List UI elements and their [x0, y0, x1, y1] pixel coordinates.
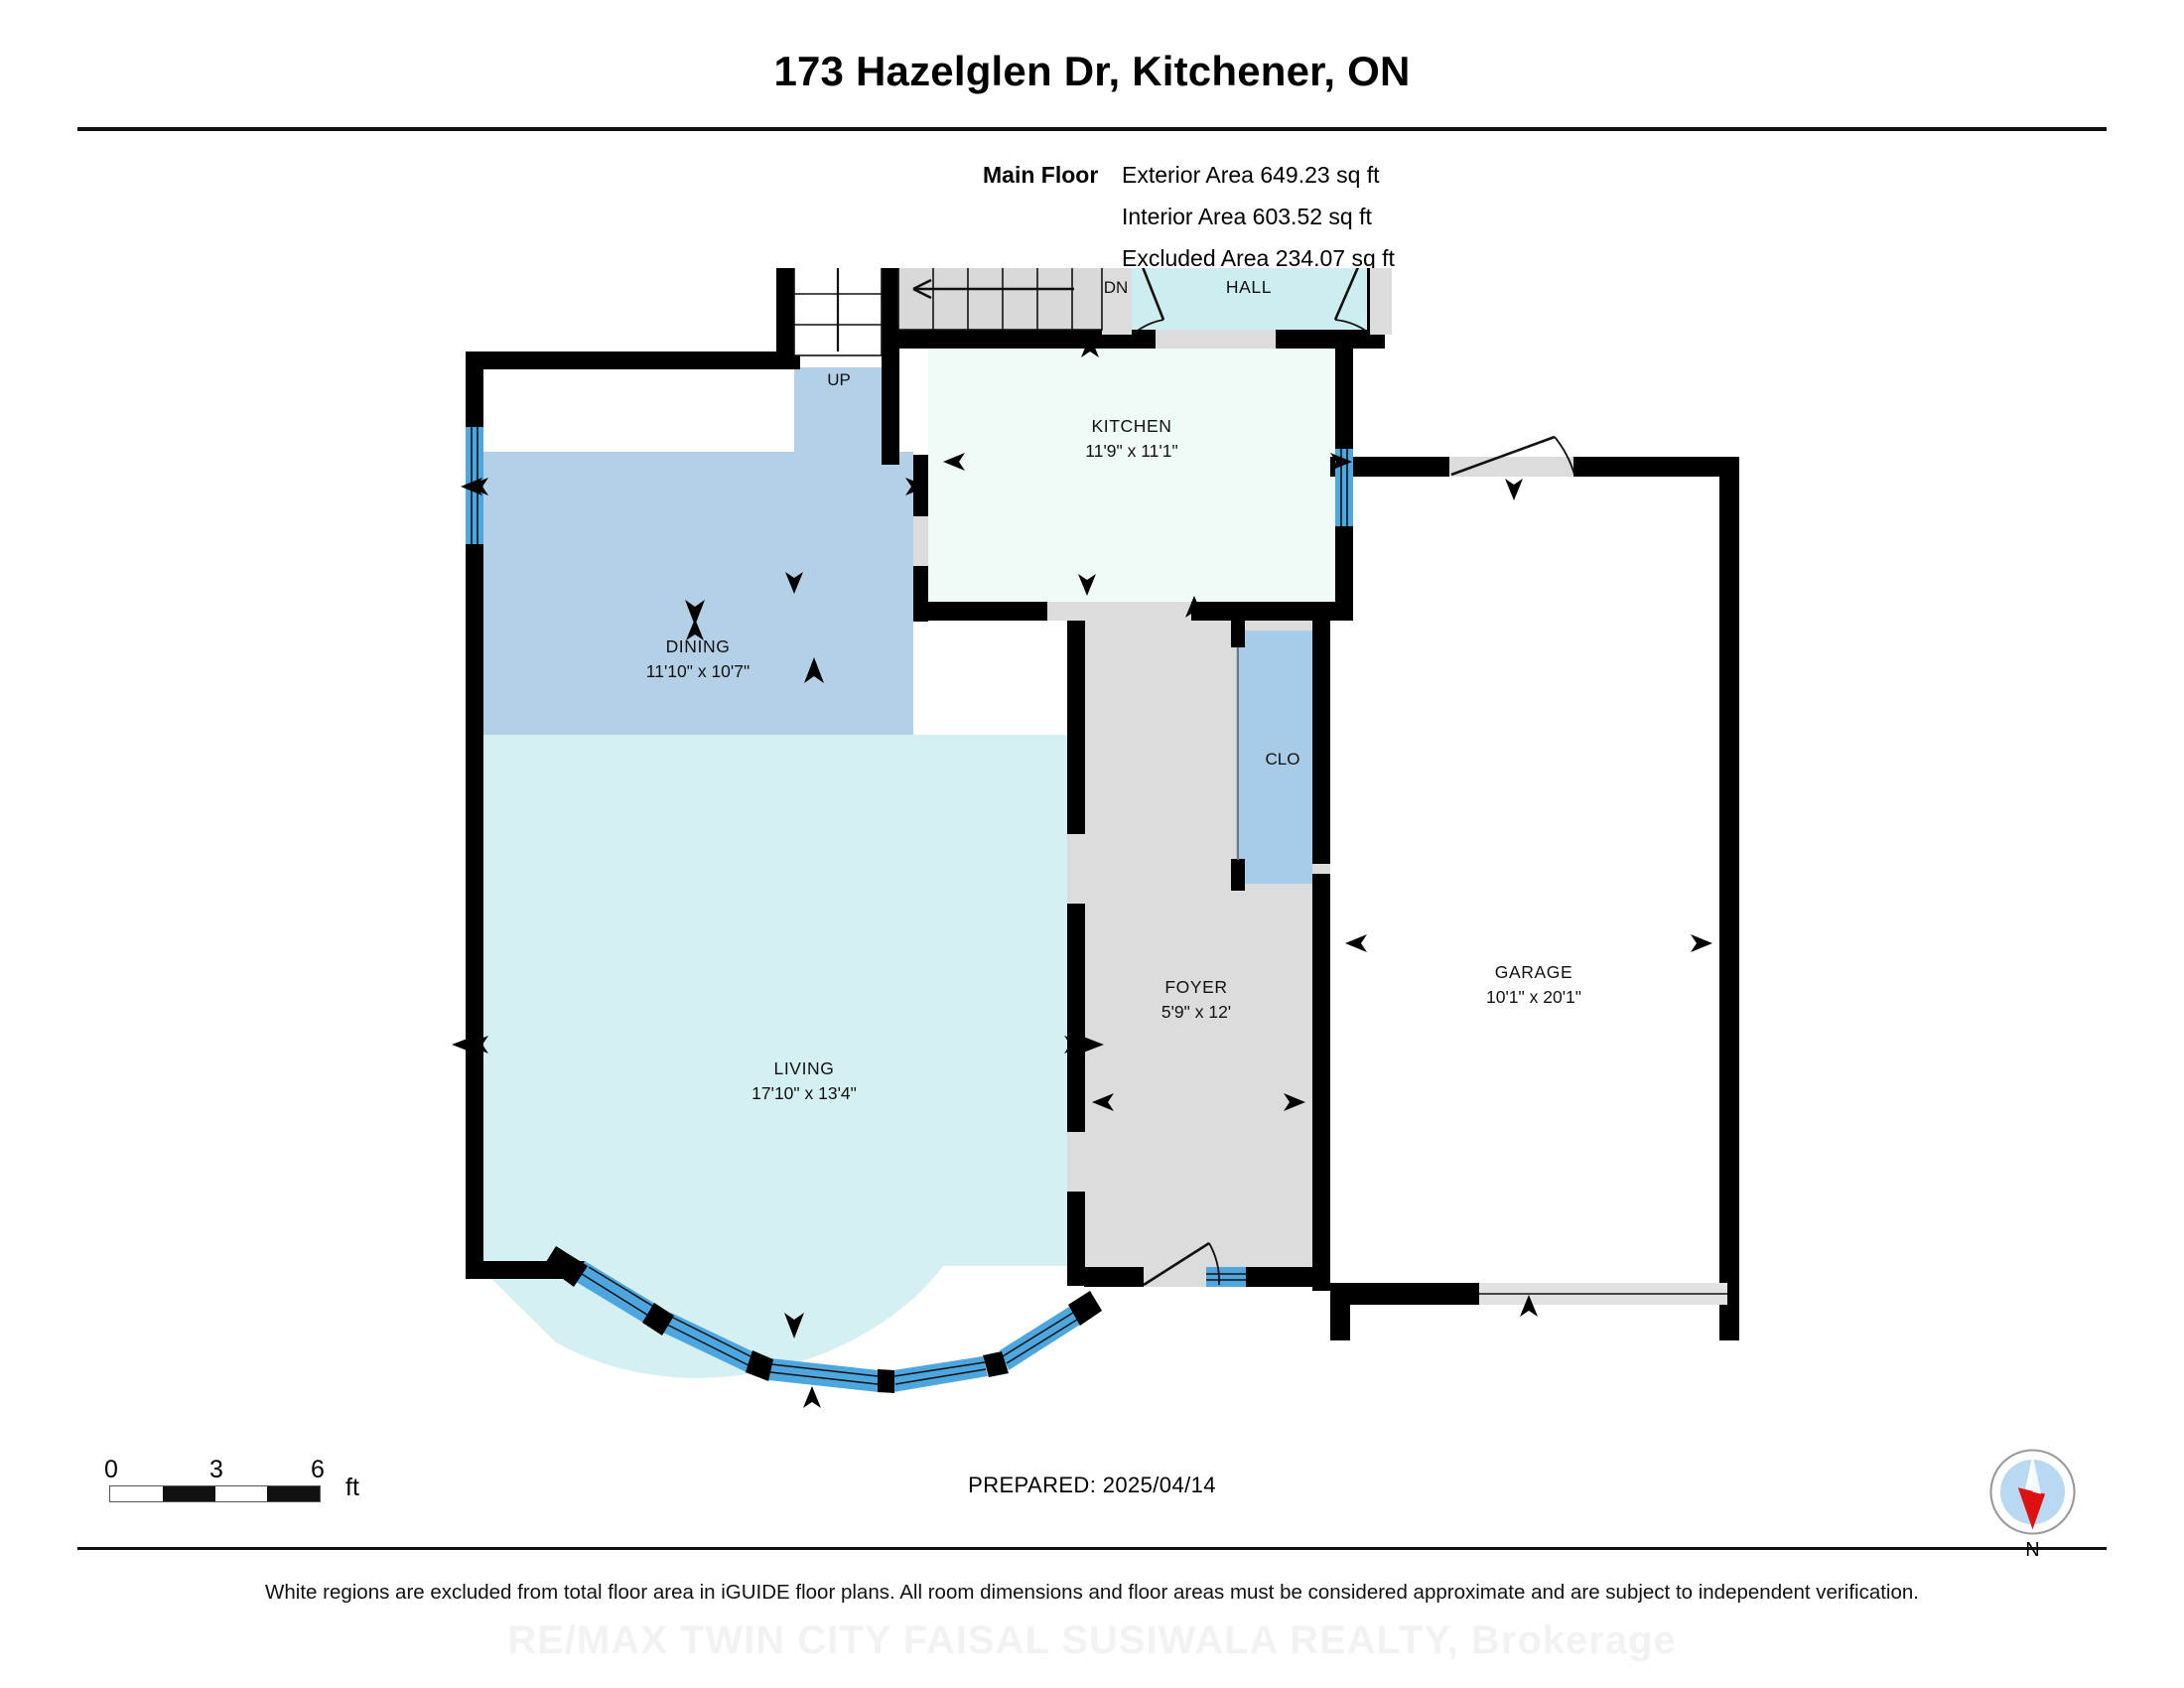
scale-bar-graphic: [109, 1485, 321, 1502]
label-foyer-name: FOYER: [1164, 977, 1227, 997]
window-living-bay: [544, 1246, 1102, 1393]
arrow-glyphs: [452, 600, 1104, 1338]
label-stair-up: UP: [827, 370, 851, 389]
windows: [466, 427, 1353, 1393]
header-divider: [77, 127, 2107, 131]
label-living-dim: 17'10" x 13'4": [751, 1083, 857, 1103]
exterior-area: Exterior Area 649.23 sq ft: [1122, 162, 1380, 188]
walls: [466, 268, 1739, 1340]
dining-stair-strip: [794, 367, 886, 459]
disclaimer-text: White regions are excluded from total fl…: [265, 1581, 1919, 1604]
label-garage-dim: 10'1" x 20'1": [1486, 987, 1581, 1007]
window-foyer-front: [1206, 1267, 1246, 1287]
label-kitchen-name: KITCHEN: [1091, 416, 1171, 436]
excluded-area: Excluded Area 234.07 sq ft: [1122, 245, 1395, 271]
label-dining-name: DINING: [666, 636, 731, 656]
area-summary: Exterior Area 649.23 sq ft Interior Area…: [1122, 154, 1395, 279]
label-hall-name: HALL: [1226, 277, 1272, 297]
door-swings: [1133, 268, 1575, 1287]
stairs-down: [897, 268, 1103, 331]
scale-unit: ft: [345, 1474, 359, 1501]
room-hall-fill: [1132, 268, 1370, 335]
footer-divider: [77, 1547, 2107, 1550]
floorplan-svg: DINING 11'10" x 10'7" KITCHEN 11'9" x 11…: [452, 268, 1739, 1408]
label-dining-dim: 11'10" x 10'7": [646, 661, 750, 681]
floorplan-drawing: DINING 11'10" x 10'7" KITCHEN 11'9" x 11…: [0, 268, 2184, 1420]
label-stair-down: DN: [1104, 278, 1129, 297]
compass-north-label: N: [2025, 1539, 2040, 1561]
scale-tick-6: 6: [311, 1456, 325, 1483]
room-garage-fill: [1342, 472, 1719, 988]
compass-rose: [1989, 1449, 2076, 1535]
floor-label: Main Floor: [983, 162, 1099, 188]
label-living-name: LIVING: [774, 1058, 835, 1078]
interior-area: Interior Area 603.52 sq ft: [1122, 204, 1372, 229]
label-foyer-dim: 5'9" x 12': [1161, 1002, 1231, 1022]
scale-ticks: 0 3 6: [104, 1456, 338, 1485]
label-clo-name: CLO: [1266, 750, 1300, 769]
room-living-fill: [483, 735, 1082, 1378]
room-dining-fill: [483, 452, 913, 735]
view-direction-arrows: [461, 336, 1712, 1408]
label-kitchen-dim: 11'9" x 11'1": [1085, 441, 1177, 461]
door-front: [1144, 1267, 1206, 1287]
room-labels: DINING 11'10" x 10'7" KITCHEN 11'9" x 11…: [646, 277, 1581, 1103]
stairs-up: [793, 268, 883, 356]
scale-tick-0: 0: [104, 1456, 118, 1483]
scale-tick-3: 3: [209, 1456, 223, 1483]
brokerage-watermark: RE/MAX TWIN CITY FAISAL SUSIWALA REALTY,…: [507, 1618, 1677, 1662]
label-garage-name: GARAGE: [1495, 962, 1572, 982]
window-kitchen-right: [1335, 449, 1353, 526]
page-title: 173 Hazelglen Dr, Kitchener, ON: [773, 48, 1411, 94]
room-kitchen-fill: [928, 306, 1335, 601]
prepared-date: PREPARED: 2025/04/14: [968, 1473, 1216, 1497]
scale-bar: 0 3 6 ft: [104, 1456, 359, 1502]
door-openings: [913, 268, 1727, 1305]
door-garage-service: [1449, 457, 1573, 477]
